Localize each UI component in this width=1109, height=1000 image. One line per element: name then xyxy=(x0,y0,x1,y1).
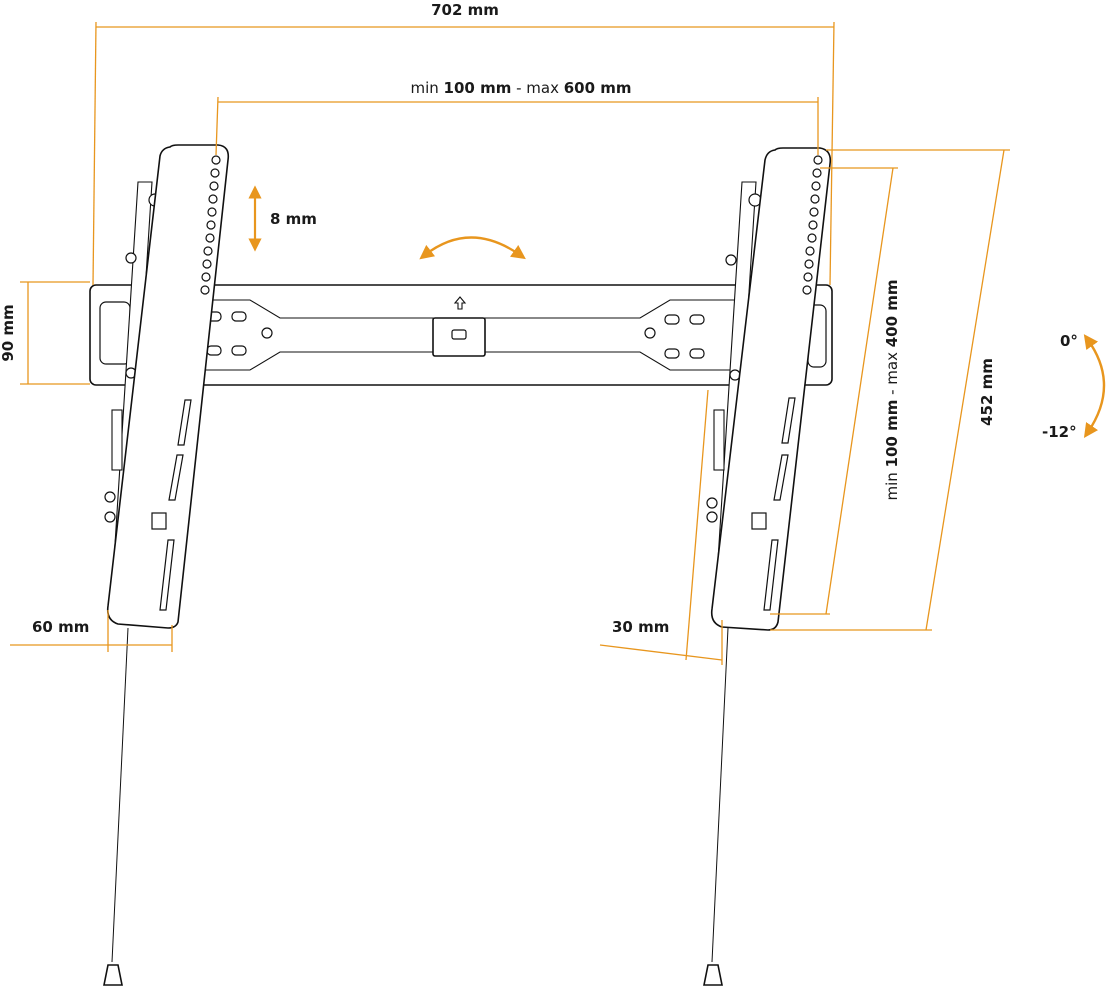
arm-length-label: 452 mm xyxy=(978,358,996,426)
dimension-lines xyxy=(10,21,1106,665)
hole-step-label: 8 mm xyxy=(270,210,317,228)
tilt-top-label: 0° xyxy=(1060,332,1078,350)
depth-min-label: 30 mm xyxy=(612,618,669,636)
right-bracket xyxy=(706,147,832,631)
release-cords xyxy=(103,627,729,986)
left-bracket xyxy=(104,144,230,629)
rail-height-label: 90 mm xyxy=(0,304,17,361)
depth-max-label: 60 mm xyxy=(32,618,89,636)
vesa-height-label: min 100 mm - max 400 mm xyxy=(883,279,901,500)
overall-width-label: 702 mm xyxy=(431,1,499,19)
vesa-width-label: min 100 mm - max 600 mm xyxy=(410,79,631,97)
tilt-bottom-label: -12° xyxy=(1042,423,1077,441)
